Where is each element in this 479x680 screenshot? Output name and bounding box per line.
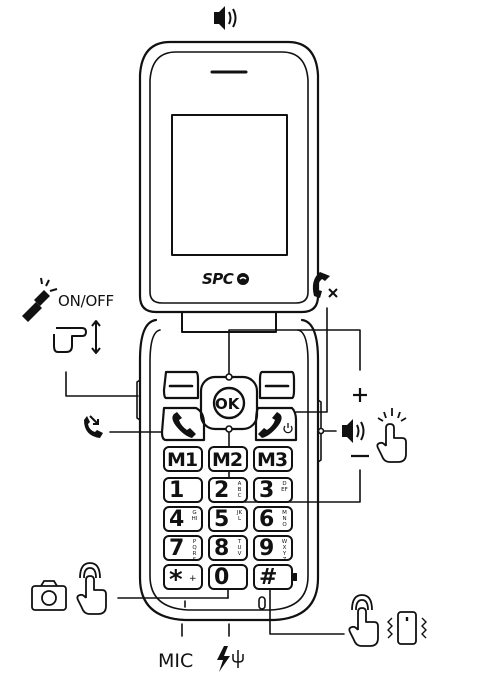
hand-press-icon xyxy=(76,562,107,615)
camera-icon xyxy=(31,580,67,611)
key-8[interactable]: 8 TUV xyxy=(208,535,248,561)
key-m2[interactable]: M2 xyxy=(208,446,248,472)
hand-press-icon xyxy=(376,408,407,463)
key-star[interactable]: * + xyxy=(163,564,203,593)
usb-icon xyxy=(232,650,244,668)
hinge xyxy=(181,311,277,333)
lower-body-inner xyxy=(149,329,309,611)
upper-body-inner xyxy=(149,51,309,304)
hand-slide-icon xyxy=(53,320,101,354)
end-key-icon xyxy=(258,412,282,438)
ok-key xyxy=(212,386,246,420)
callout-torch xyxy=(65,371,139,397)
lower-body xyxy=(138,318,320,622)
charge-port xyxy=(258,596,266,610)
flashlight-icon xyxy=(22,277,58,322)
hang-up-icon xyxy=(312,272,338,298)
onoff-label: ON/OFF xyxy=(58,292,114,310)
callout-nav-up xyxy=(228,329,361,378)
charge-icon xyxy=(217,646,230,672)
mic-label: MIC xyxy=(158,650,194,672)
screen xyxy=(171,114,288,256)
upper-body xyxy=(138,40,320,314)
key-7[interactable]: 7 PQRS xyxy=(163,535,203,563)
key-2[interactable]: 2 ABC xyxy=(208,477,248,503)
callout-vibrate xyxy=(269,577,345,635)
key-m1[interactable]: M1 xyxy=(163,446,203,472)
key-5[interactable]: 5 JKL xyxy=(208,506,248,532)
speaker-icon xyxy=(214,6,237,30)
brand-logo-icon xyxy=(237,273,249,285)
key-6[interactable]: 6 MNO xyxy=(253,506,293,532)
hand-press-icon xyxy=(348,594,379,647)
right-soft-key xyxy=(258,370,296,400)
key-3[interactable]: 3 DEF xyxy=(253,477,293,503)
ok-key-label: OK xyxy=(215,395,240,413)
left-soft-key xyxy=(162,370,200,400)
call-key xyxy=(160,406,206,442)
power-icon xyxy=(283,423,293,434)
call-answer-icon xyxy=(84,415,103,438)
key-4[interactable]: 4 GHI xyxy=(163,506,203,532)
vibrate-icon xyxy=(387,611,427,645)
volume-icon xyxy=(342,419,365,443)
key-vibrate-icon xyxy=(293,573,297,581)
key-0[interactable]: 0 xyxy=(208,564,248,590)
callout-hangup xyxy=(295,307,328,413)
key-1[interactable]: 1 xyxy=(163,477,203,503)
key-hash[interactable]: # xyxy=(253,564,293,590)
key-9[interactable]: 9 WXYZ xyxy=(253,535,293,563)
key-m3[interactable]: M3 xyxy=(253,446,293,472)
left-side-buttons xyxy=(136,379,141,421)
call-key-icon xyxy=(172,412,196,438)
brand-logo: SPC xyxy=(202,270,234,288)
